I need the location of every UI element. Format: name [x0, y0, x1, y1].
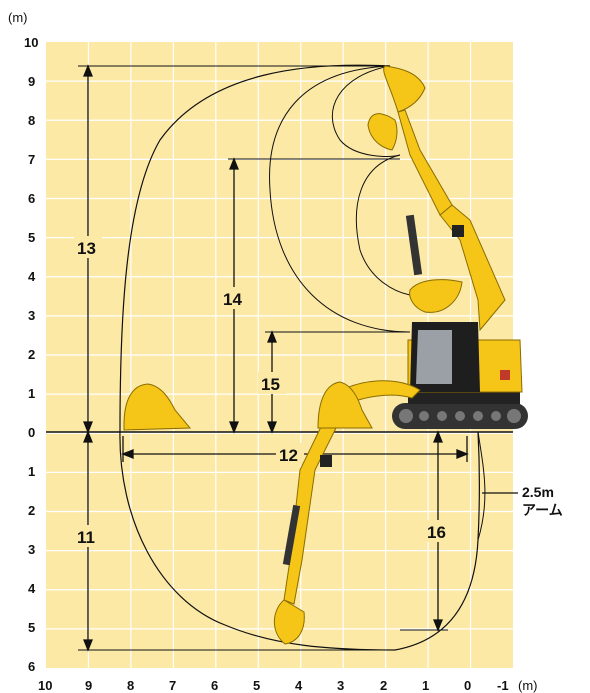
x-tick-5: 5: [253, 678, 260, 693]
dim-16-bg: [424, 520, 452, 542]
x-tick-1: 1: [422, 678, 429, 693]
cat-logo-upper: [452, 225, 464, 237]
y-tick-10: 10: [24, 35, 38, 50]
dim-15-bg: [258, 372, 286, 394]
inner-arc-top: [331, 65, 401, 157]
y-tick-8: 8: [28, 113, 35, 128]
bucket-curl: [367, 113, 398, 151]
x-tick-2: 2: [380, 678, 387, 693]
dim-label-15: 15: [261, 375, 280, 394]
dim-11-bg: [74, 525, 102, 547]
dim-label-16: 16: [427, 523, 446, 542]
x-tick-7: 7: [169, 678, 176, 693]
x-tick-8: 8: [127, 678, 134, 693]
bucket-top: [383, 65, 426, 113]
x-axis-ticks: 10 9 8 7 6 5 4 3 2 1 0 -1 (m): [38, 678, 538, 693]
inner-arc-lower: [355, 154, 411, 296]
y-tick-neg6: 6: [28, 659, 35, 674]
x-tick-neg1: -1: [497, 678, 509, 693]
y-tick-0: 0: [28, 425, 35, 440]
dim-label-14: 14: [223, 290, 242, 309]
x-tick-4: 4: [295, 678, 303, 693]
bucket-far-left: [123, 383, 192, 431]
tail-light: [500, 370, 510, 380]
bucket-near-left: [317, 381, 373, 429]
bucket-bottom: [273, 599, 305, 645]
y-tick-1: 1: [28, 386, 35, 401]
y-tick-6: 6: [28, 191, 35, 206]
y-tick-neg1: 1: [28, 464, 35, 479]
cab-window: [416, 330, 452, 384]
y-tick-neg2: 2: [28, 503, 35, 518]
x-axis-unit: (m): [518, 678, 538, 693]
dim-label-11: 11: [77, 528, 95, 547]
y-tick-5: 5: [28, 230, 35, 245]
arm-label-text: アーム: [522, 502, 563, 518]
y-tick-4: 4: [28, 269, 36, 284]
y-tick-neg3: 3: [28, 542, 35, 557]
y-tick-neg5: 5: [28, 620, 35, 635]
y-tick-neg4: 4: [28, 581, 36, 596]
dim-14-bg: [220, 287, 248, 309]
y-axis-unit: (m): [8, 10, 28, 25]
dim-label-12: 12: [279, 446, 298, 465]
x-tick-0: 0: [464, 678, 471, 693]
cat-logo-lower: [320, 455, 332, 467]
excavator-illustration: [123, 65, 528, 645]
y-axis-ticks: 10 9 8 7 6 5 4 3 2 1 0 1 2 3 4 5 6: [24, 35, 38, 674]
y-tick-2: 2: [28, 347, 35, 362]
dim-13-bg: [74, 236, 102, 258]
x-tick-10: 10: [38, 678, 52, 693]
y-tick-9: 9: [28, 74, 35, 89]
x-tick-6: 6: [211, 678, 218, 693]
hydraulic-cylinder-lower: [282, 504, 301, 566]
hydraulic-cylinder-upper: [405, 214, 423, 276]
bucket-mid: [409, 279, 463, 313]
inner-arc-middle: [269, 65, 411, 333]
x-tick-9: 9: [85, 678, 92, 693]
y-tick-7: 7: [28, 152, 35, 167]
dim-label-13: 13: [77, 239, 96, 258]
x-tick-3: 3: [337, 678, 344, 693]
arm-envelope-lower: [477, 431, 486, 541]
arm-label-length: 2.5m: [522, 484, 554, 500]
outer-reach-envelope: [119, 64, 481, 651]
dim-12-bg: [276, 443, 304, 465]
y-tick-3: 3: [28, 308, 35, 323]
